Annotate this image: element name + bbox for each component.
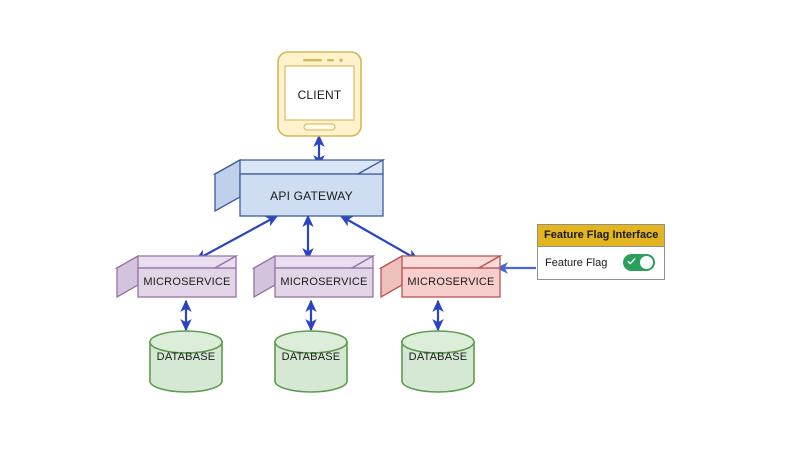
database-3-node[interactable] — [401, 330, 475, 393]
microservice-2-side-face — [253, 254, 276, 299]
database-2-body — [274, 341, 348, 393]
arrow-gateway-microservice-3 — [339, 215, 420, 261]
database-1-node[interactable] — [149, 330, 223, 393]
microservice-1-side-face — [116, 254, 139, 299]
microservice-3-side-face — [380, 254, 403, 299]
microservice-3-front-face — [401, 267, 501, 298]
database-1-top-ellipse — [149, 330, 223, 354]
microservice-3-node[interactable] — [378, 254, 503, 299]
feature-flag-interface-panel[interactable]: Feature Flag Interface Feature Flag — [537, 224, 665, 281]
microservice-2-front-face — [274, 267, 374, 298]
feature-flag-panel-body: Feature Flag — [538, 247, 664, 279]
client-phone-speaker-icon — [303, 59, 322, 62]
api-gateway-node[interactable] — [212, 158, 386, 217]
feature-flag-row-label: Feature Flag — [545, 256, 608, 269]
client-node[interactable] — [277, 51, 362, 137]
microservice-2-node[interactable] — [251, 254, 376, 299]
check-icon — [627, 258, 636, 265]
database-3-body — [401, 341, 475, 393]
microservice-1-node[interactable] — [114, 254, 239, 299]
database-1-body — [149, 341, 223, 393]
client-phone-screen — [284, 65, 355, 121]
database-2-top-ellipse — [274, 330, 348, 354]
feature-flag-toggle-knob[interactable] — [640, 256, 653, 270]
microservice-3-right-edge — [476, 254, 501, 269]
feature-flag-toggle[interactable] — [623, 254, 655, 272]
microservice-1-front-face — [137, 267, 237, 298]
feature-flag-panel-title: Feature Flag Interface — [538, 225, 664, 248]
client-phone-camera-icon — [339, 58, 343, 62]
arrow-gateway-microservice-1 — [194, 215, 279, 261]
api-gateway-right-edge — [355, 158, 384, 175]
api-gateway-side-face — [214, 158, 241, 213]
client-phone-home-button — [303, 123, 336, 131]
client-phone-sensor-icon — [327, 59, 334, 62]
database-3-top-ellipse — [401, 330, 475, 354]
database-2-node[interactable] — [274, 330, 348, 393]
api-gateway-front-face — [239, 173, 384, 217]
